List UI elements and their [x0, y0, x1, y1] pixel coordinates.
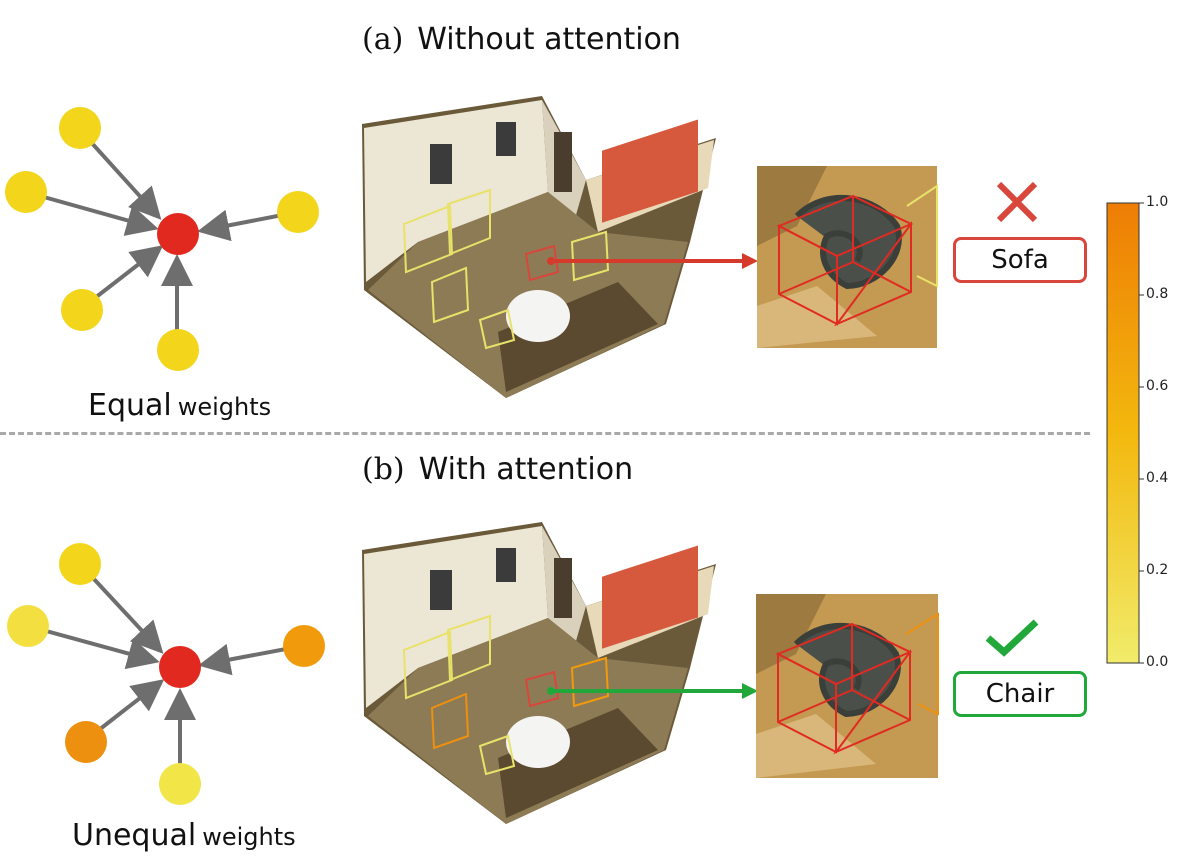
prediction-text-b: Chair [985, 679, 1055, 709]
prediction-label-a: Sofa [953, 237, 1087, 283]
graph-a-neighbor-node [5, 171, 47, 213]
panel-b-title-text: With attention [418, 452, 634, 487]
cross-icon [996, 181, 1038, 223]
graph-a-caption-main: Equal [88, 388, 172, 423]
colorbar-tick-label: 0.4 [1146, 470, 1169, 486]
arrow-a [547, 253, 758, 269]
arrow-b [547, 683, 758, 699]
scene-a-target-box [524, 244, 560, 282]
graph-a-edge [25, 190, 159, 236]
graph-b-neighbor-node [65, 721, 107, 763]
panel-a-title-text: Without attention [417, 22, 681, 57]
graph-a-neighbor-node [157, 329, 199, 371]
colorbar [1106, 202, 1144, 664]
scene-b-image [362, 522, 716, 824]
colorbar-tick-label: 0.6 [1146, 378, 1169, 394]
scene-b-target-box [524, 670, 560, 708]
graph-a-caption-sub: weights [177, 393, 272, 421]
graph-a-neighbor-node [59, 107, 101, 149]
graph-a-neighbor-node [61, 289, 103, 331]
colorbar-tick-label: 0.2 [1146, 562, 1169, 578]
panel-b-title: (b) With attention [362, 452, 633, 487]
colorbar-tick-label: 1.0 [1146, 194, 1169, 210]
graph-b-edge [27, 624, 160, 670]
graph-b [7, 543, 325, 805]
graph-b-neighbor-node [7, 605, 49, 647]
panel-divider [0, 432, 1090, 435]
graph-a-neighbor-node [277, 191, 319, 233]
panel-a-label: (a) [362, 22, 404, 57]
graph-b-caption-main: Unequal [72, 818, 197, 853]
crop-a-image [757, 166, 938, 348]
panel-a-title: (a) Without attention [362, 22, 681, 57]
colorbar-tick-label: 0.0 [1146, 654, 1169, 670]
graph-b-caption-sub: weights [202, 823, 296, 851]
graph-b-center-node [159, 646, 201, 688]
graph-b-neighbor-node [159, 763, 201, 805]
scene-a-image [362, 96, 716, 398]
graph-b-neighbor-node [59, 543, 101, 585]
prediction-label-b: Chair [953, 671, 1087, 717]
crop-b-image [756, 594, 939, 778]
colorbar-tick-label: 0.8 [1146, 286, 1169, 302]
graph-b-neighbor-node [283, 625, 325, 667]
checkmark-icon [985, 619, 1039, 657]
graph-a-center-node [157, 213, 199, 255]
prediction-text-a: Sofa [991, 245, 1049, 275]
panel-b-label: (b) [362, 452, 405, 487]
graph-a [5, 107, 319, 371]
